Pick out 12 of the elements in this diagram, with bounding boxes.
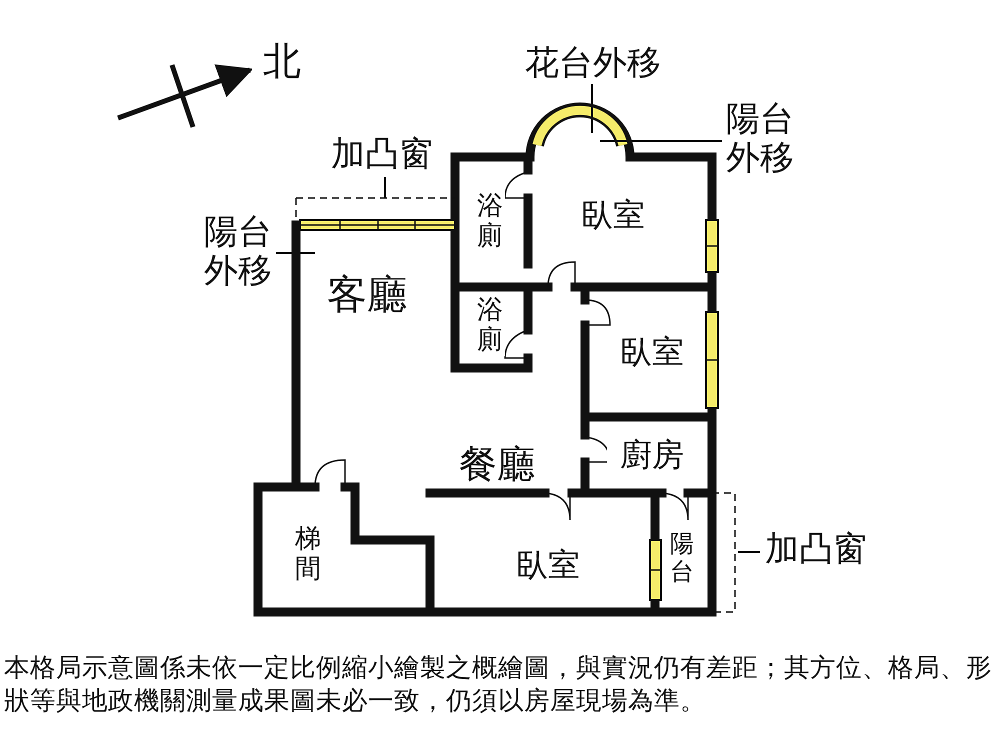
leader-line [600, 140, 722, 142]
callout-label: 花台外移 [522, 44, 664, 84]
callout-label: 陽台外移 [200, 213, 276, 292]
leader-line [591, 84, 593, 133]
disclaimer-note: 本格局示意圖係未依一定比例縮小繪製之概繪圖，與實況仍有差距；其方位、格局、形狀等與地政機關測量成果圖未必一致，仍須以房屋現場為準。 [4, 652, 993, 718]
leader-line [276, 252, 315, 254]
leader-line [384, 177, 386, 198]
leader-line [738, 551, 760, 553]
callout-label: 陽台外移 [722, 100, 798, 178]
callout-label: 加凸窗 [760, 530, 872, 570]
callout-label: 加凸窗 [326, 135, 438, 174]
room-label: 浴廁 [475, 296, 505, 356]
